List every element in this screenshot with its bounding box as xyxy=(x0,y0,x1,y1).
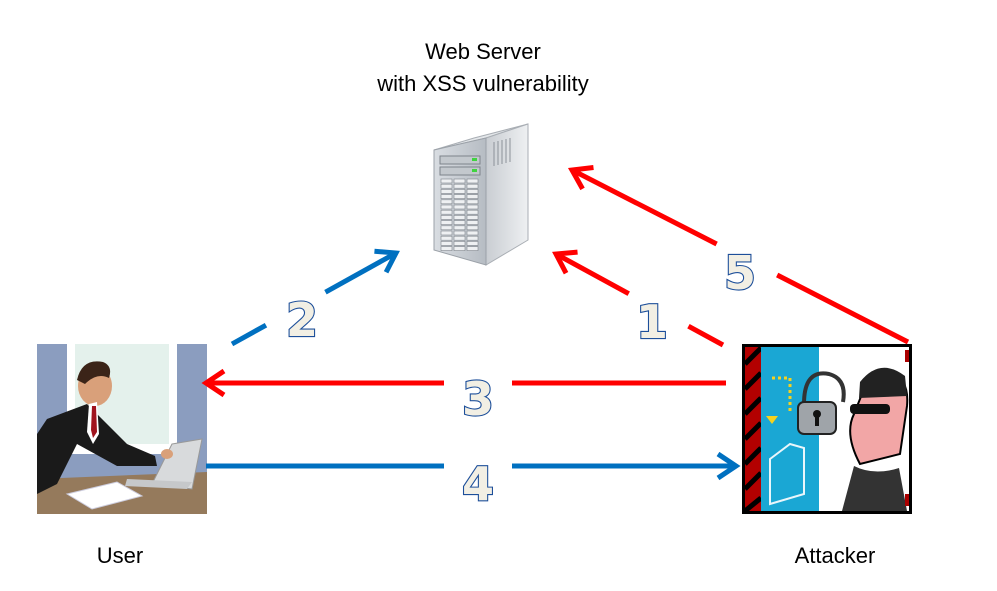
arrow-1-head-line xyxy=(558,253,630,296)
arrow-4-head-icon xyxy=(716,451,741,481)
step-4-label: 4 xyxy=(462,457,494,511)
arrow-2-head-icon xyxy=(374,248,400,274)
user-label: User xyxy=(96,543,144,568)
attacker-label: Attacker xyxy=(794,543,876,568)
businessman-at-laptop-icon xyxy=(37,344,207,514)
arrow-1-head-icon xyxy=(552,249,578,275)
step-2-label: 2 xyxy=(286,293,318,347)
arrow-2-tail xyxy=(230,322,268,347)
server-title-line1: Web Server xyxy=(425,39,541,64)
step-3-label: 3 xyxy=(462,372,494,426)
server-tower-icon xyxy=(428,120,558,270)
arrow-3-head-icon xyxy=(201,368,226,398)
arrow-1-tail xyxy=(687,323,725,348)
arrow-5-head-line xyxy=(574,169,718,247)
arrow-2-head-line xyxy=(324,252,394,295)
server-title-line2: with XSS vulnerability xyxy=(377,71,589,96)
step-1-label: 1 xyxy=(636,295,668,349)
arrow-5-head-icon xyxy=(567,165,594,191)
server-title: Web Server with XSS vulnerability xyxy=(333,36,633,100)
masked-thief-hacker-icon xyxy=(742,344,912,514)
arrow-5-tail xyxy=(776,272,910,345)
step-5-label: 5 xyxy=(724,246,756,300)
